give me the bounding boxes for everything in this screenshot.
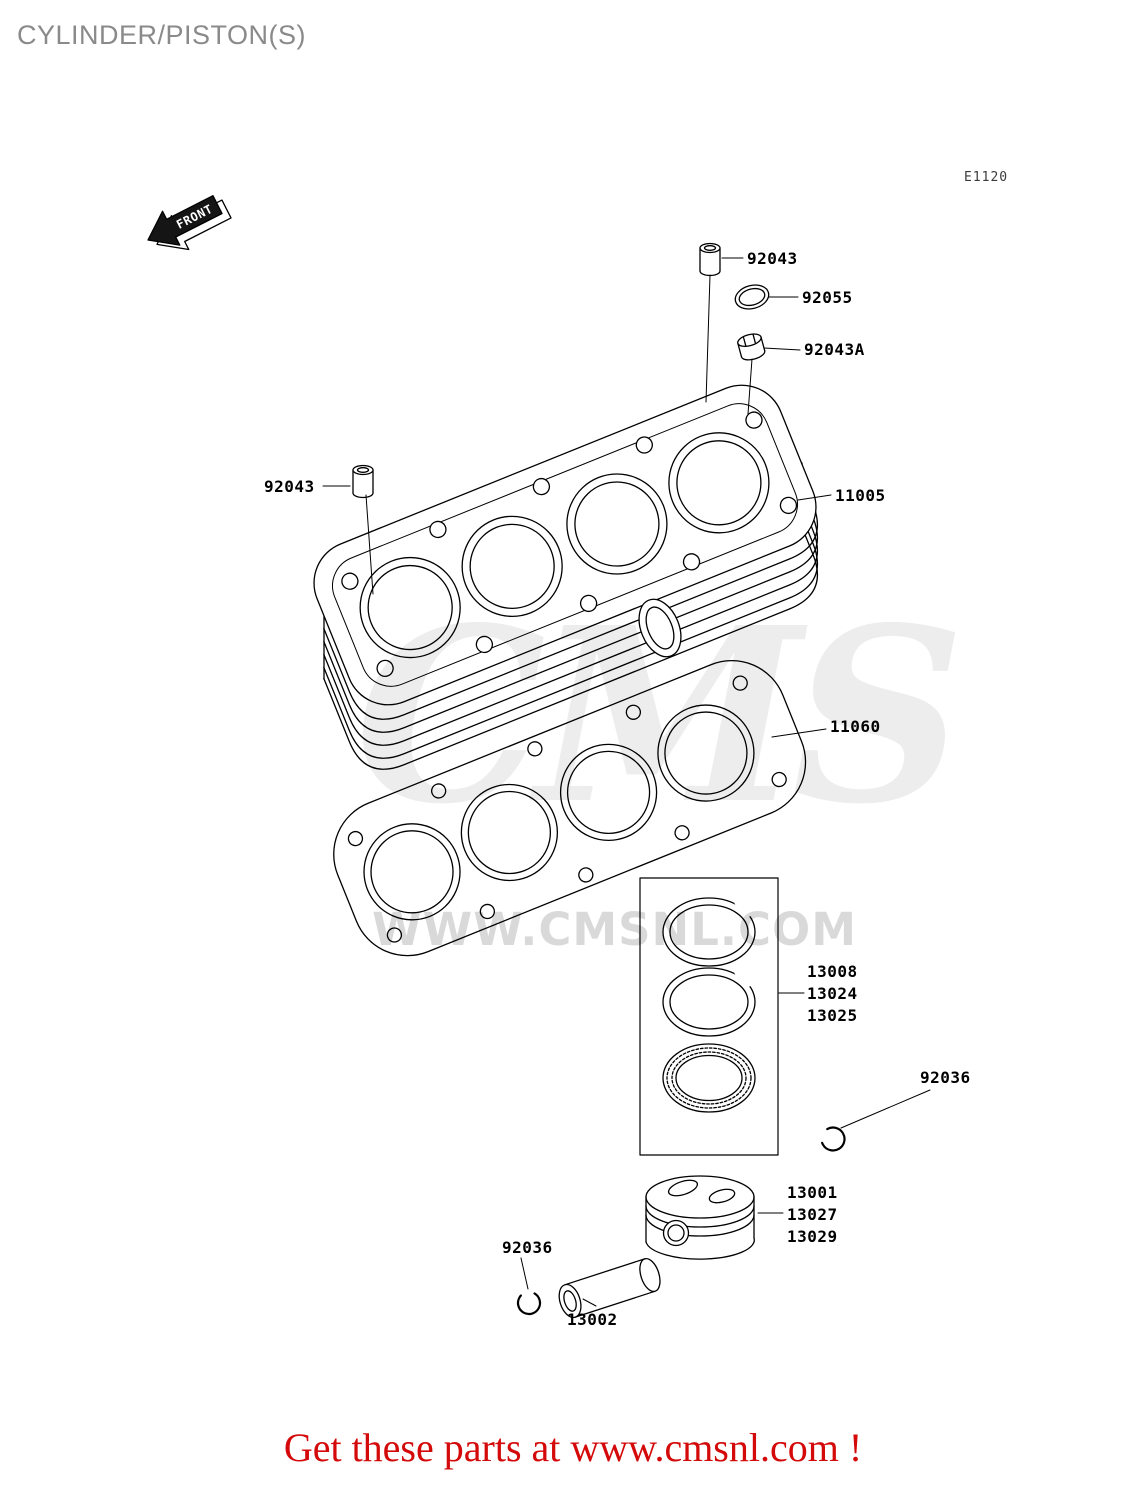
leader-lines <box>322 257 931 1307</box>
head-gasket <box>333 659 807 957</box>
part-label-circlip-left[interactable]: 92036 <box>502 1238 553 1257</box>
part-label-ring-second[interactable]: 13024 <box>807 984 858 1003</box>
footer-link[interactable]: Get these parts at www.cmsnl.com ! <box>283 1425 863 1470</box>
part-label-circlip-right[interactable]: 92036 <box>920 1068 971 1087</box>
second-ring <box>662 967 756 1037</box>
piston-pin <box>558 1257 661 1319</box>
piston-ring-set <box>639 877 779 1156</box>
diagram-code: E1120 <box>964 170 1009 185</box>
part-label-piston-pin[interactable]: 13002 <box>567 1310 618 1329</box>
piston <box>645 1175 755 1260</box>
part-label-piston-alt-2[interactable]: 13029 <box>787 1227 838 1246</box>
part-label-head-gasket[interactable]: 11060 <box>830 717 881 736</box>
page-title: CYLINDER/PISTON(S) <box>17 20 307 50</box>
cylinder-block <box>313 384 830 782</box>
part-label-cylinder-block[interactable]: 11005 <box>835 486 886 505</box>
part-label-dowel-top[interactable]: 92043 <box>747 249 798 268</box>
part-label-o-ring[interactable]: 92055 <box>802 288 853 307</box>
front-arrow: FRONT <box>147 195 232 251</box>
part-label-piston-alt-1[interactable]: 13027 <box>787 1205 838 1224</box>
dowel-bushing-left <box>352 464 374 499</box>
part-label-ring-top[interactable]: 13008 <box>807 962 858 981</box>
circlip-right <box>820 1126 846 1152</box>
knock-pin <box>737 333 766 361</box>
dowel-bushing-top <box>699 242 721 277</box>
top-ring <box>662 897 756 967</box>
o-ring <box>734 284 770 310</box>
oil-ring <box>662 1043 756 1113</box>
front-arrow-body <box>147 195 223 246</box>
part-label-dowel-left[interactable]: 92043 <box>264 477 315 496</box>
part-label-piston[interactable]: 13001 <box>787 1183 838 1202</box>
cam-chain-tunnel <box>638 598 682 658</box>
part-label-knock-pin[interactable]: 92043A <box>804 340 865 359</box>
part-label-ring-oil[interactable]: 13025 <box>807 1006 858 1025</box>
circlip-left <box>516 1290 542 1316</box>
